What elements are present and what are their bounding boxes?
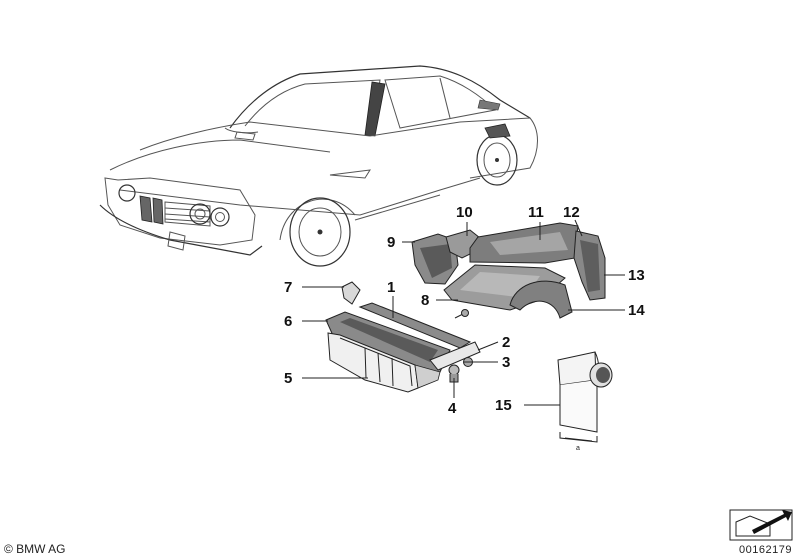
callout-6: 6 (284, 313, 292, 330)
part-11-shape (469, 222, 579, 264)
callout-11: 11 (528, 204, 544, 221)
part-5-shape (327, 332, 441, 393)
callout-10: 10 (456, 204, 473, 221)
arrow-box-icon (729, 509, 793, 541)
part-1-shape (358, 302, 472, 349)
callout-2: 2 (502, 334, 510, 351)
callout-4: 4 (448, 400, 457, 417)
callout-1: 1 (387, 279, 395, 296)
copyright-text: © BMW AG (4, 542, 66, 556)
callout-labels: 1 2 3 4 5 6 7 8 9 10 11 12 13 14 15 (284, 204, 645, 417)
part-9-shape (411, 233, 459, 285)
callout-8: 8 (421, 292, 429, 309)
callout-3: 3 (502, 354, 510, 371)
part-8-screw (454, 309, 469, 319)
part-15-shape: a (557, 351, 613, 452)
callout-7: 7 (284, 279, 292, 296)
callout-9: 9 (387, 234, 395, 251)
callout-5: 5 (284, 370, 292, 387)
part-3-shape (463, 357, 473, 367)
svg-text:a: a (576, 445, 580, 452)
part-7-shape (341, 281, 361, 305)
callout-14: 14 (628, 302, 645, 319)
callout-15: 15 (495, 397, 512, 414)
part-14-shape (509, 280, 573, 319)
part-12-shape (573, 230, 606, 301)
part-2-shape (429, 341, 481, 371)
callout-13: 13 (628, 267, 645, 284)
diagram-id: 00162179 (739, 544, 792, 556)
leader-lines (302, 219, 625, 406)
callout-12: 12 (563, 204, 580, 221)
car-illustration (99, 65, 538, 267)
